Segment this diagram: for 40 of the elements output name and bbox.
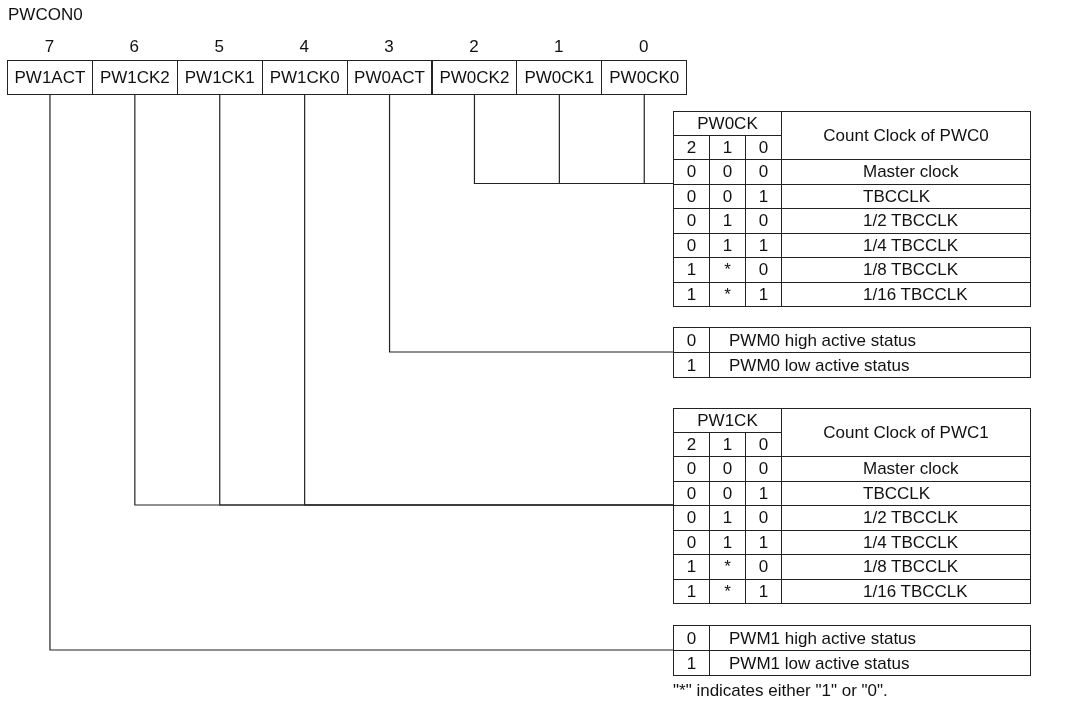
- table-cell: Count Clock of PWC1: [781, 408, 1031, 457]
- status-table: [673, 327, 1031, 378]
- bit-number: 2: [468, 38, 480, 55]
- table-cell: 1/16 TBCCLK: [781, 281, 1031, 307]
- bit-number: 3: [383, 38, 395, 55]
- bit-number: 6: [128, 38, 141, 55]
- status-table: [673, 625, 1031, 676]
- leader-line: [304, 94, 674, 506]
- leader-line: [388, 94, 674, 353]
- table-cell: 1: [673, 352, 710, 378]
- register-bit-field: PW1ACT: [7, 60, 93, 95]
- register-bit-field: PW1CK2: [91, 60, 178, 95]
- bit-number: 1: [553, 38, 565, 55]
- footnote: "*" indicates either "1" or "0".: [673, 682, 888, 699]
- table-cell: 1: [673, 650, 710, 676]
- table-cell: PWM1 high active status: [709, 625, 1031, 651]
- table-cell: PW1CK: [673, 408, 782, 433]
- clock-select-table: [673, 111, 1031, 307]
- register-bit-field: PW0CK0: [601, 60, 688, 95]
- register-bit-field: PW0ACT: [346, 60, 433, 95]
- table-cell: 0: [673, 327, 710, 353]
- table-cell: PWM0 high active status: [709, 327, 1031, 353]
- bit-number: 7: [43, 38, 56, 55]
- register-bit-field: PW0CK2: [431, 60, 518, 95]
- bit-number: 5: [213, 38, 225, 55]
- leader-line: [49, 94, 674, 651]
- bit-number: 4: [298, 38, 310, 55]
- table-cell: Count Clock of PWC0: [781, 111, 1031, 160]
- table-cell: PW0CK: [673, 111, 782, 136]
- table-cell: PWM1 low active status: [709, 650, 1031, 676]
- bit-number: 0: [638, 38, 650, 55]
- clock-select-table: [673, 408, 1031, 604]
- table-cell: 1/16 TBCCLK: [781, 578, 1031, 604]
- table-cell: PWM0 low active status: [709, 352, 1031, 378]
- register-name: PWCON0: [8, 6, 83, 23]
- register-bit-field: PW1CK0: [261, 60, 348, 95]
- register-bit-field: PW0CK1: [516, 60, 603, 95]
- register-bit-field: PW1CK1: [176, 60, 263, 95]
- table-cell: 0: [673, 625, 710, 651]
- leader-line: [643, 94, 674, 185]
